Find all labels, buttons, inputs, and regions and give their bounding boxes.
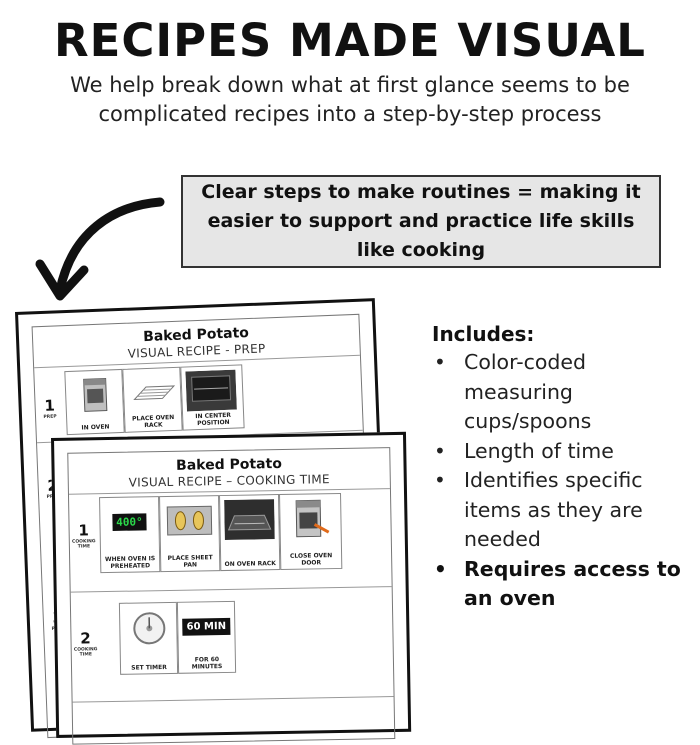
list-item: • Requires access to an oven — [432, 555, 692, 614]
step-number: 1 — [78, 521, 89, 540]
recipe-sheet-cooking: Baked Potato VISUAL RECIPE – COOKING TIM… — [51, 431, 412, 745]
curved-arrow-icon — [35, 197, 165, 301]
step-number: 1 — [44, 396, 56, 415]
step-caption: PLACE SHEET PAN — [167, 554, 213, 569]
oven-icon — [295, 499, 330, 538]
open-oven-icon — [185, 369, 237, 412]
list-item-text: Length of time — [464, 438, 614, 463]
oven-rack-icon — [224, 499, 275, 540]
step-card: 400° WHEN OVEN IS PREHEATED — [99, 496, 161, 574]
includes-heading: Includes: — [432, 322, 535, 346]
step-card: 60 MIN FOR 60 MINUTES — [176, 600, 237, 674]
step-caption: WHEN OVEN IS PREHEATED — [104, 555, 156, 570]
oven-temp-display: 400° — [112, 512, 147, 531]
list-item-text: Identifies specific items as they are ne… — [464, 468, 643, 551]
duration-label: 60 MIN — [182, 617, 231, 636]
list-item: • Color-coded measuring cups/spoons — [432, 348, 692, 437]
list-item: • Identifies specific items as they are n… — [432, 466, 692, 555]
step-card: PLACE OVEN RACK — [122, 366, 183, 433]
list-item: • Length of time — [432, 437, 692, 467]
step-caption: FOR 60 MINUTES — [191, 656, 223, 671]
step-caption: CLOSE OVEN DOOR — [289, 552, 333, 567]
step-number: 2 — [80, 629, 91, 648]
sheet-frame: Baked Potato VISUAL RECIPE - PREP 1 PREP… — [31, 313, 376, 739]
row-divider — [72, 696, 394, 703]
includes-list: • Color-coded measuring cups/spoons • Leng… — [432, 348, 692, 614]
callout-box: Clear steps to make routines = making it… — [181, 175, 661, 268]
step-label: COOKING TIME — [73, 647, 98, 658]
row-divider — [70, 586, 392, 593]
oven-icon — [83, 378, 108, 412]
step-card: IN OVEN — [64, 368, 125, 436]
page-title: RECIPES MADE VISUAL — [54, 14, 646, 67]
step-card: ON OVEN RACK — [219, 494, 281, 572]
bullet-icon: • — [434, 556, 447, 581]
sheet-frame: Baked Potato VISUAL RECIPE – COOKING TIM… — [67, 447, 396, 745]
step-label: COOKING TIME — [71, 539, 96, 550]
step-card: PLACE SHEET PAN — [159, 495, 221, 573]
duration-display: 60 MIN — [182, 606, 231, 647]
oven-display: 400° — [104, 501, 155, 542]
step-card: CLOSE OVEN DOOR — [279, 492, 343, 571]
step-card: IN CENTER POSITION — [180, 364, 245, 431]
includes-panel: Includes: • Color-coded measuring cups/sp… — [432, 322, 692, 614]
bullet-icon: • — [434, 350, 446, 374]
recipe-sheet-prep: Baked Potato VISUAL RECIPE - PREP 1 PREP… — [15, 298, 391, 739]
bullet-icon: • — [434, 438, 446, 463]
bullet-icon: • — [434, 468, 446, 492]
step-label: PREP — [43, 414, 57, 420]
kitchen-timer-icon — [133, 612, 166, 645]
callout-text: Clear steps to make routines = making it… — [201, 181, 641, 261]
step-card: SET TIMER — [118, 601, 179, 675]
step-caption: PLACE OVEN RACK — [131, 413, 175, 430]
step-caption: ON OVEN RACK — [224, 560, 276, 568]
page-subtitle: We help break down what at first glance … — [70, 73, 630, 126]
step-caption: IN OVEN — [81, 423, 110, 432]
list-item-text: Color-coded measuring cups/spoons — [464, 350, 592, 433]
oven-rack-icon — [133, 385, 176, 401]
sheet-pan-icon — [166, 505, 213, 536]
step-caption: IN CENTER POSITION — [195, 411, 232, 428]
list-item-text: Requires access to an oven — [464, 556, 681, 611]
step-caption: SET TIMER — [131, 664, 167, 672]
